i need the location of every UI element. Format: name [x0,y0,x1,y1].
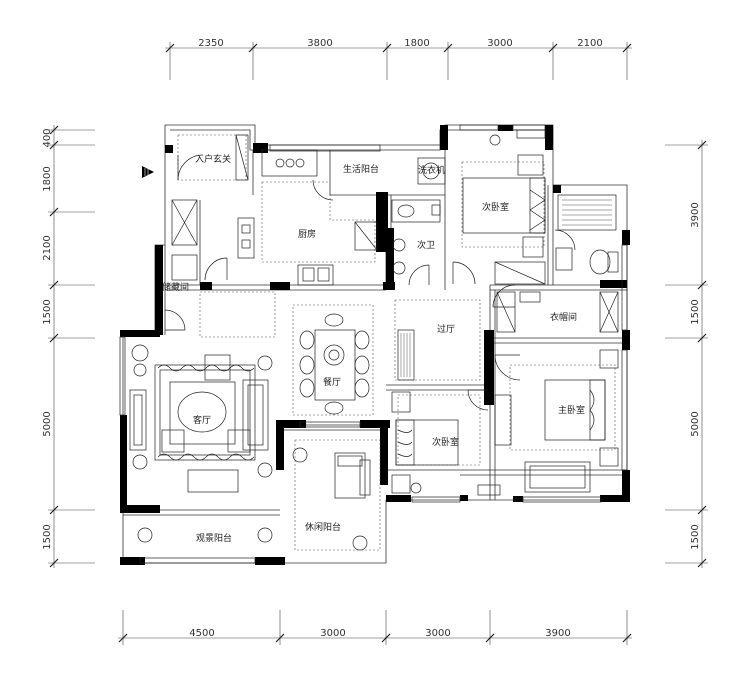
label-kitchen: 厨房 [298,228,316,240]
dining-table [299,313,370,415]
right-dimension-line: 3900 1500 5000 1500 [665,140,708,568]
label-hallway: 过厅 [437,323,455,335]
label-washing-machine: 洗衣机 [418,164,445,176]
dim-right-3: 5000 [690,411,701,436]
entry-cabinet [171,134,249,281]
dim-top-2: 3800 [307,38,332,49]
label-utility-balcony: 生活阳台 [343,163,379,175]
windows [119,124,628,564]
kitchen-fixtures [237,149,378,286]
label-storage: 储藏间 [162,281,189,293]
left-dimension-line: 400 1800 2100 1500 5000 1500 [42,125,95,568]
label-dining: 餐厅 [323,376,341,388]
secondary-bedroom-1-furniture [462,129,546,285]
room-labels: 入户玄关 生活阳台 洗衣机 厨房 次卫 次卧室 储藏间 过厅 衣帽间 餐厅 客厅… [162,153,585,544]
secondary-bath-fixtures [391,199,441,275]
master-bedroom-furniture [477,349,619,496]
label-view-balcony: 观景阳台 [196,532,232,544]
dim-top-1: 2350 [198,38,223,49]
doors [164,154,576,411]
top-dimension-line: 2350 3800 1800 3000 2100 [165,38,632,80]
dim-left-4: 1500 [42,299,53,324]
label-secondary-bath: 次卫 [417,239,435,251]
secondary-bedroom-2-furniture [391,419,459,494]
dim-top-4: 3000 [487,38,512,49]
bottom-dimension-line: 4500 3000 3000 3900 [118,610,632,645]
label-master-bedroom: 主卧室 [558,404,585,416]
dim-top-5: 2100 [577,38,602,49]
dim-top-3: 1800 [404,38,429,49]
entry-arrow-icon [142,166,154,178]
dim-left-6: 1500 [42,524,53,549]
dim-left-2: 1800 [42,166,53,191]
living-room-furniture [129,344,273,493]
label-living: 客厅 [193,414,211,426]
solid-walls [120,125,630,565]
dim-bottom-1: 4500 [189,628,214,639]
washing-machine [417,157,446,185]
hallway-furniture [391,329,415,413]
view-balcony-furniture [137,527,273,543]
master-bath-fixtures [555,194,619,275]
label-entry-foyer: 入户玄关 [195,153,231,165]
dim-right-4: 1500 [690,524,701,549]
label-secondary-bedroom-1: 次卧室 [482,201,509,213]
dim-left-3: 2100 [42,235,53,260]
dim-bottom-2: 3000 [320,628,345,639]
label-wardrobe: 衣帽间 [550,311,577,323]
label-leisure-balcony: 休闲阳台 [305,521,341,533]
dim-bottom-3: 3000 [425,628,450,639]
label-secondary-bedroom-2: 次卧室 [432,436,459,448]
wardrobe-fixtures [496,291,619,333]
dim-bottom-4: 3900 [545,628,570,639]
dim-left-5: 5000 [42,411,53,436]
dim-right-2: 1500 [690,299,701,324]
leisure-balcony-furniture [292,447,371,551]
ceiling-dashed-lines [177,134,616,551]
dim-right-1: 3900 [690,202,701,227]
dim-left-1: 400 [42,128,53,147]
